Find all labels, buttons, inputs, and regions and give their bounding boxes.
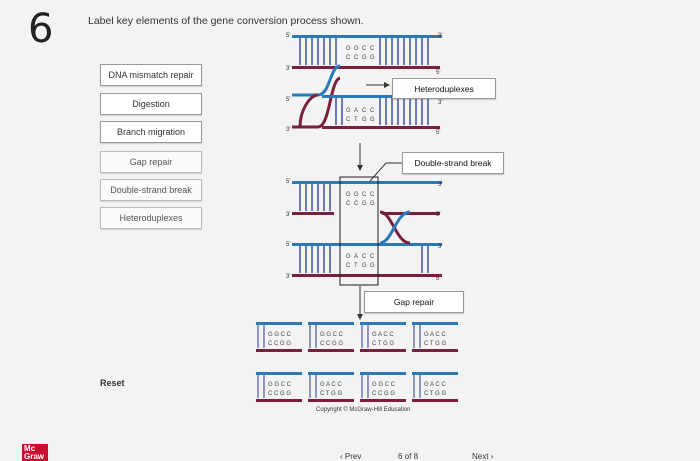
end-label: 5' [286, 242, 290, 248]
svg-text:C T G G: C T G G [320, 391, 342, 397]
end-label: 5' [286, 33, 290, 39]
svg-text:G: G [346, 46, 351, 52]
end-label: 5' [286, 97, 290, 103]
svg-text:G: G [362, 117, 367, 123]
svg-text:G: G [346, 192, 351, 198]
placed-label-heteroduplexes[interactable]: Heteroduplexes [392, 78, 496, 99]
svg-text:C: C [362, 254, 367, 260]
placed-label-gap-repair[interactable]: Gap repair [364, 291, 464, 313]
svg-text:C: C [362, 46, 367, 52]
svg-text:C: C [346, 263, 351, 269]
svg-text:C C G G: C C G G [268, 341, 291, 347]
svg-text:C C G G: C C G G [320, 341, 343, 347]
mcgraw-logo: Mc Graw [22, 444, 48, 461]
svg-text:G A C C: G A C C [424, 382, 446, 388]
svg-text:C: C [362, 192, 367, 198]
end-label: 3' [438, 33, 442, 39]
svg-text:G G C C: G G C C [268, 382, 292, 388]
end-label: 3' [438, 100, 442, 106]
end-label: 5' [436, 70, 440, 76]
svg-text:G: G [370, 263, 375, 269]
svg-text:C: C [346, 55, 351, 61]
end-label: 3' [286, 274, 290, 280]
svg-text:G: G [346, 108, 351, 114]
end-label: 5' [436, 276, 440, 282]
bank-item-branch-migration[interactable]: Branch migration [100, 121, 202, 143]
svg-text:G: G [370, 201, 375, 207]
end-label: 5' [436, 130, 440, 136]
question-number: 6 [28, 6, 54, 52]
svg-text:C: C [370, 192, 375, 198]
strand-end-labels: 5' 3' 3' 5' 5' 3' 3' 5' 5' 3' 3' 5' 5' 3… [286, 33, 442, 282]
end-label: 5' [436, 212, 440, 218]
svg-text:C: C [370, 46, 375, 52]
next-button[interactable]: Next › [472, 452, 494, 461]
svg-text:G: G [362, 201, 367, 207]
svg-text:A: A [354, 254, 358, 260]
logo-line-1: Mc [24, 444, 36, 453]
bank-item-double-strand-break[interactable]: Double-strand break [100, 179, 202, 201]
bank-item-dna-mismatch-repair[interactable]: DNA mismatch repair [100, 64, 202, 86]
question-prompt: Label key elements of the gene conversio… [88, 15, 364, 27]
svg-text:G G C C: G G C C [320, 332, 344, 338]
svg-text:G: G [362, 55, 367, 61]
end-label: 3' [286, 127, 290, 133]
page-indicator[interactable]: 6 of 8 [398, 452, 419, 461]
end-label: 3' [286, 212, 290, 218]
placed-label-double-strand-break[interactable]: Double-strand break [402, 152, 504, 174]
svg-text:C T G G: C T G G [424, 391, 446, 397]
svg-text:C: C [354, 55, 359, 61]
svg-text:G A C C: G A C C [372, 332, 394, 338]
svg-text:C: C [354, 201, 359, 207]
logo-line-2: Graw [24, 452, 45, 461]
svg-text:G: G [370, 117, 375, 123]
svg-text:C: C [362, 108, 367, 114]
svg-text:C T G G: C T G G [372, 341, 394, 347]
svg-text:C C G G: C C G G [372, 391, 395, 397]
svg-text:G A C C: G A C C [320, 382, 342, 388]
prev-button[interactable]: ‹ Prev [340, 452, 362, 461]
end-label: 5' [286, 179, 290, 185]
svg-text:G: G [370, 55, 375, 61]
svg-text:G: G [362, 263, 367, 269]
end-label: 3' [286, 66, 290, 72]
svg-text:G: G [354, 46, 359, 52]
bank-item-digestion[interactable]: Digestion [100, 93, 202, 115]
svg-text:G A C C: G A C C [424, 332, 446, 338]
svg-text:G: G [354, 192, 359, 198]
svg-text:A: A [354, 108, 358, 114]
panel-bottom-duplexes: G G C C C C G G G G C C C C G G G A C C C T… [256, 322, 458, 402]
reset-button[interactable]: Reset [100, 378, 125, 388]
svg-text:T: T [354, 263, 358, 269]
end-label: 3' [438, 182, 442, 188]
bank-item-heteroduplexes[interactable]: Heteroduplexes [100, 207, 202, 229]
bank-item-gap-repair[interactable]: Gap repair [100, 151, 202, 173]
svg-text:C: C [370, 108, 375, 114]
svg-text:C: C [370, 254, 375, 260]
copyright-text: Copyright © McGraw-Hill Education [316, 407, 411, 413]
svg-text:G G C C: G G C C [372, 382, 396, 388]
svg-text:C: C [346, 201, 351, 207]
end-label: 3' [438, 244, 442, 250]
svg-text:G: G [346, 254, 351, 260]
svg-text:C: C [346, 117, 351, 123]
svg-text:G G C C: G G C C [268, 332, 292, 338]
svg-text:C T G G: C T G G [424, 341, 446, 347]
svg-text:C C G G: C C G G [268, 391, 291, 397]
svg-text:T: T [354, 117, 358, 123]
